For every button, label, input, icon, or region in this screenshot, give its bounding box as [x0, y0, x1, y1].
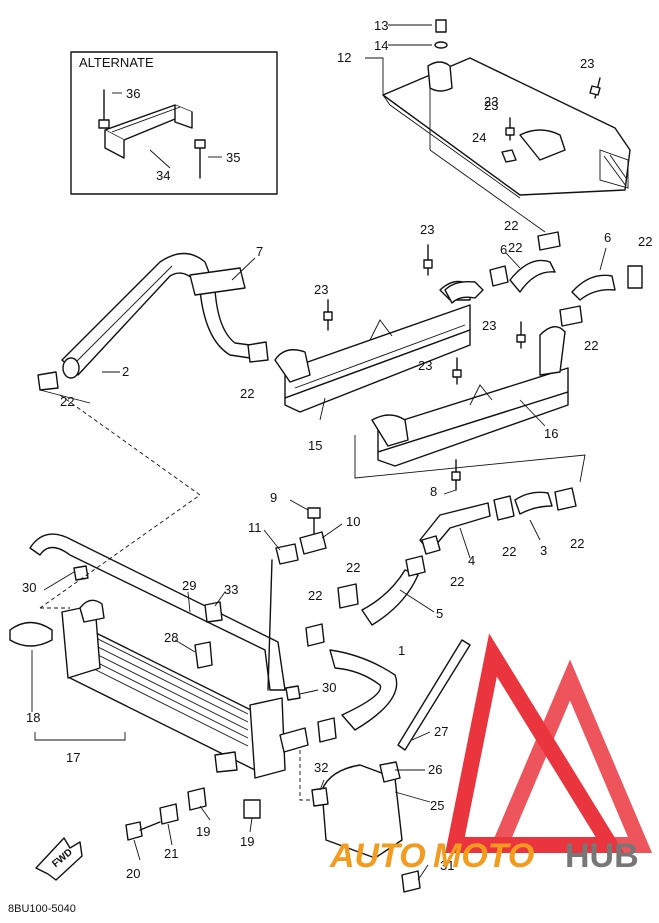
callout-14: 14: [374, 38, 388, 53]
watermark-text-hub: HUB: [565, 837, 639, 875]
callout-32: 32: [314, 760, 328, 775]
hose-1: [329, 649, 398, 731]
watermark-text-moto: MOTO: [433, 837, 534, 875]
callout-leaders: [39, 247, 607, 881]
callout-23: 23: [580, 56, 594, 71]
hose-5: [361, 569, 419, 626]
hose-7: [199, 289, 251, 359]
reservoir-25: [321, 764, 403, 859]
leader-17: [34, 732, 126, 741]
callout-22: 22: [240, 386, 254, 401]
callout-19: 19: [196, 824, 210, 839]
callout-19: 19: [240, 834, 254, 849]
callout-7: 7: [256, 244, 263, 259]
callout-22: 22: [504, 218, 518, 233]
drawing-code: 8BU100-5040: [8, 903, 76, 915]
callout-2: 2: [122, 364, 129, 379]
callout-9: 9: [270, 490, 277, 505]
bracket-7: [189, 267, 246, 296]
callout-13: 13: [374, 18, 388, 33]
callout-8: 8: [430, 484, 437, 499]
callout-21: 21: [164, 846, 178, 861]
hose-3: [514, 491, 553, 515]
leader-16-8: [354, 435, 586, 483]
callout-22: 22: [346, 560, 360, 575]
callout-1: 1: [398, 643, 405, 658]
inset-label: ALTERNATE: [79, 55, 154, 70]
callout-22: 22: [450, 574, 464, 589]
callout-22: 22: [502, 544, 516, 559]
cap-18: [9, 621, 53, 647]
callout-22: 22: [508, 240, 522, 255]
radiator-15: [274, 280, 471, 413]
leader-12: [365, 57, 384, 95]
callout-20: 20: [126, 866, 140, 881]
callout-25: 25: [430, 798, 444, 813]
callout-31: 31: [440, 858, 454, 873]
callout-12: 12: [337, 50, 351, 65]
callout-33: 33: [224, 582, 238, 597]
callout-23: 23: [314, 282, 328, 297]
callout-10: 10: [346, 514, 360, 529]
alternate-inset: [70, 51, 278, 195]
callout-22: 22: [584, 338, 598, 353]
callout-16: 16: [544, 426, 558, 441]
callout-22: 22: [570, 536, 584, 551]
callout-24: 24: [472, 130, 486, 145]
radiator-17: [61, 599, 309, 779]
callout-28: 28: [164, 630, 178, 645]
watermark-logo: [445, 633, 653, 853]
rod-27: [397, 639, 471, 751]
callout-11: 11: [248, 520, 262, 535]
callout-23: 23: [484, 94, 498, 109]
callout-35: 35: [226, 150, 240, 165]
callout-36: 36: [126, 86, 140, 101]
callout-30: 30: [322, 680, 336, 695]
callout-22: 22: [60, 394, 74, 409]
callout-15: 15: [308, 438, 322, 453]
callout-23: 23: [418, 358, 432, 373]
callout-22: 22: [308, 588, 322, 603]
callout-29: 29: [182, 578, 196, 593]
callout-30: 30: [22, 580, 36, 595]
radiator-16: [371, 326, 569, 467]
callout-22: 22: [638, 234, 652, 249]
callout-6: 6: [604, 230, 611, 245]
callout-23: 23: [420, 222, 434, 237]
watermark-wordmark: AUTO MOTO HUB: [329, 837, 639, 875]
callout-34: 34: [156, 168, 170, 183]
callout-17: 17: [66, 750, 80, 765]
watermark-text-auto: AUTO: [329, 837, 426, 875]
callout-27: 27: [434, 724, 448, 739]
callout-5: 5: [436, 606, 443, 621]
fwd-arrow: FWD: [35, 837, 83, 881]
callout-23: 23: [482, 318, 496, 333]
callout-18: 18: [26, 710, 40, 725]
hose-2: [61, 252, 211, 379]
callout-26: 26: [428, 762, 442, 777]
callout-3: 3: [540, 543, 547, 558]
callout-labels: 1234566789101112131415161718191920212222…: [22, 18, 652, 881]
callout-4: 4: [468, 553, 475, 568]
callout-23: 23: [484, 98, 498, 113]
upper-panel: [382, 57, 631, 233]
hose-29: [29, 533, 286, 691]
callout-6: 6: [500, 242, 507, 257]
